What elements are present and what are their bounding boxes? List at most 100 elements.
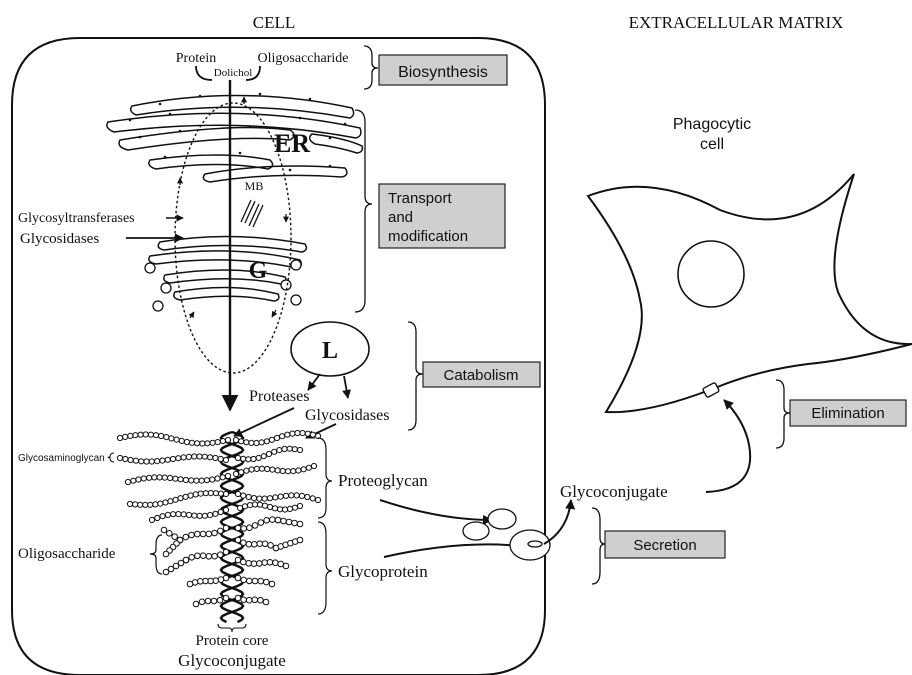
sugar-residue [136, 477, 141, 482]
sugar-residue [295, 430, 300, 435]
endoplasmic-reticulum [107, 95, 363, 182]
sugar-residue [246, 457, 251, 462]
phagocytic-nucleus [678, 241, 744, 307]
transport-brace [355, 110, 372, 312]
sugar-residue [223, 595, 229, 601]
sugar-residue [167, 531, 173, 537]
sugar-residue [204, 478, 209, 483]
sugar-residue [262, 496, 267, 501]
sugar-residue [176, 456, 181, 461]
sugar-residue [254, 440, 259, 445]
sugar-residue [197, 454, 202, 459]
sugar-residue [223, 525, 229, 531]
sugar-residue [173, 476, 178, 481]
sugar-residue [193, 601, 199, 607]
glycosaminoglycan-label: Glycosaminoglycan [18, 453, 105, 464]
sugar-residue [262, 560, 268, 566]
sugar-residue [275, 517, 281, 523]
protein-label: Protein [176, 51, 216, 66]
sugar-residue [278, 561, 284, 567]
sugar-residue [251, 456, 256, 461]
phagocytic-label-line2: cell [700, 136, 724, 153]
sugar-residue [200, 531, 206, 537]
sugar-residue [252, 578, 258, 584]
sugar-residue [233, 437, 238, 442]
sugar-residue [192, 454, 197, 459]
sugar-residue [257, 541, 263, 547]
proteoglycan-label: Proteoglycan [338, 471, 428, 490]
sugar-residue [282, 507, 287, 512]
phagocytosis-arrow [706, 400, 750, 492]
sugar-residue [244, 440, 249, 445]
glycosaminoglycan-bracket [108, 453, 114, 462]
sugar-residue [287, 446, 292, 451]
sugar-residue [297, 537, 303, 543]
sugar-residue [291, 469, 296, 474]
sugar-residue [144, 459, 149, 464]
glycosyltransferases-label: Glycosyltransferases [18, 211, 135, 226]
sugar-residue [133, 502, 138, 507]
mb-vesicles [241, 200, 263, 227]
sugar-residue [247, 503, 252, 508]
sugar-residue [211, 598, 217, 604]
sugar-residue [199, 478, 204, 483]
sugar-residue [198, 491, 203, 496]
sugar-residue [244, 468, 249, 473]
sugar-residue [128, 433, 133, 438]
sugar-residue [289, 493, 294, 498]
sugar-residue [280, 434, 285, 439]
sugar-residue [178, 477, 183, 482]
sugar-residue [235, 595, 241, 601]
sugar-residue [239, 470, 244, 475]
sugar-residue [117, 455, 122, 460]
sugar-residue [139, 459, 144, 464]
sugar-residue [160, 458, 165, 463]
sugar-residue [143, 432, 148, 437]
sugar-residue [239, 439, 244, 444]
sugar-residue [123, 456, 128, 461]
sugar-residue [163, 500, 168, 505]
sugar-residue [147, 475, 152, 480]
sugar-residue [212, 530, 218, 536]
sugar-residue [264, 518, 270, 524]
sugar-residue [256, 455, 261, 460]
sugar-residue [282, 446, 287, 451]
sugar-residue [242, 504, 247, 509]
sugar-residue [310, 496, 315, 501]
transport-label-line3: modification [388, 228, 468, 245]
sugar-residue [125, 479, 130, 484]
sugar-residue [200, 441, 205, 446]
sugar-residue [181, 455, 186, 460]
sugar-residue [257, 502, 262, 507]
secretion-stage: Secretion [605, 531, 725, 558]
sugar-residue [189, 440, 194, 445]
sugar-residue [292, 505, 297, 510]
biosynthesis-brace [364, 46, 378, 89]
sugar-residue [247, 578, 253, 584]
sugar-residue [223, 457, 228, 462]
sugar-residue [252, 597, 258, 603]
sugar-residue [247, 525, 253, 531]
transport-label-line1: Transport [388, 190, 452, 207]
sugar-residue [141, 476, 146, 481]
sugar-residue [183, 494, 188, 499]
phagocytic-label-line1: Phagocytic [673, 116, 751, 133]
sugar-residue [218, 509, 223, 514]
glycoconjugate-ecm-label: Glycoconjugate [560, 482, 668, 501]
sugar-residue [241, 493, 246, 498]
sugar-residue [267, 504, 272, 509]
sugar-residue [153, 502, 158, 507]
proteases-arrow [234, 408, 294, 436]
sugar-residue [165, 457, 170, 462]
sugar-residue [305, 431, 310, 436]
sugar-residue [261, 454, 266, 459]
sugar-residue [277, 507, 282, 512]
phagocytic-receptor [702, 382, 719, 397]
sugar-residue [241, 597, 247, 603]
sugar-residue [235, 525, 241, 531]
sugar-residue [133, 433, 138, 438]
sugar-residue [315, 497, 320, 502]
sugar-residue [270, 467, 275, 472]
sugar-residue [172, 534, 178, 540]
